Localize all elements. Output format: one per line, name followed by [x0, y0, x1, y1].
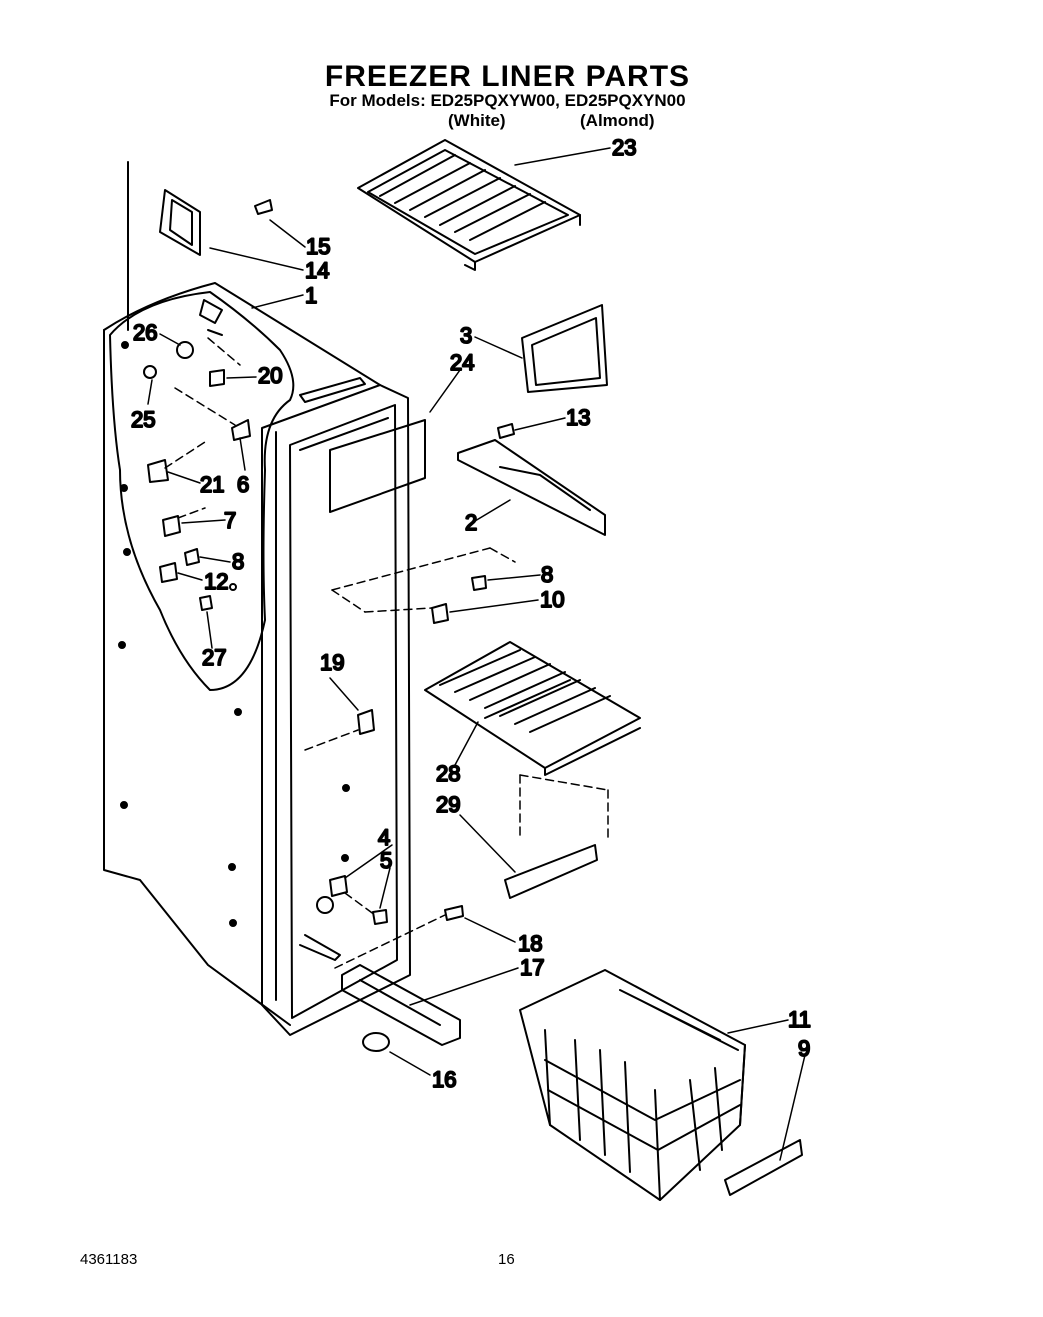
- part-23-glass-shelf: [357, 139, 581, 271]
- callout-9: 9: [798, 1036, 810, 1061]
- callout-4: 4: [378, 825, 390, 850]
- callout-16: 16: [432, 1067, 456, 1092]
- callout-27: 27: [202, 645, 226, 670]
- callout-6: 6: [237, 472, 249, 497]
- part-24-panel: [329, 419, 426, 513]
- page-title: FREEZER LINER PARTS: [324, 60, 691, 93]
- part-14-bracket: [159, 189, 201, 256]
- callout-11: 11: [788, 1007, 811, 1032]
- part-3-frame: [521, 304, 608, 393]
- part-15-screw: [254, 199, 273, 215]
- part-4: [329, 875, 348, 897]
- part-20: [209, 369, 225, 387]
- callout-labels: 23 15 14 1 3 26 24 20 25 13 6 21 7 2 8 1…: [130, 134, 812, 1093]
- part-13-screw: [497, 423, 515, 439]
- models-line: For Models: ED25PQXYW00, ED25PQXYN00: [329, 91, 686, 110]
- callout-12: 12: [204, 569, 228, 594]
- leader-lines: [147, 147, 806, 1161]
- part-25: [143, 365, 157, 379]
- part-10: [431, 603, 449, 624]
- callout-20: 20: [258, 363, 282, 388]
- document-number: 4361183: [80, 1251, 138, 1268]
- part-11-basket: [519, 969, 746, 1201]
- part-12: [159, 562, 178, 583]
- page-number: 16: [498, 1251, 515, 1268]
- part-21: [147, 459, 169, 483]
- callout-3: 3: [460, 323, 472, 348]
- callout-8b: 8: [541, 562, 553, 587]
- part-18: [444, 905, 464, 921]
- part-5: [372, 909, 388, 925]
- callout-8: 8: [232, 549, 244, 574]
- callout-7: 7: [224, 508, 236, 533]
- part-7: [162, 515, 181, 537]
- part-28-wire-shelf: [424, 641, 641, 776]
- callout-17: 17: [520, 955, 544, 980]
- callout-13: 13: [566, 405, 590, 430]
- callout-19: 19: [320, 650, 344, 675]
- callout-25: 25: [131, 407, 155, 432]
- part-2-rail: [457, 439, 606, 536]
- callout-5: 5: [380, 848, 392, 873]
- part-26: [176, 341, 194, 359]
- part-9-trim: [724, 1139, 803, 1196]
- part-29-trim: [504, 844, 598, 899]
- callout-21: 21: [200, 472, 224, 497]
- small-hardware: [143, 341, 487, 1052]
- part-8a: [184, 548, 200, 566]
- callout-24: 24: [450, 350, 474, 375]
- color-white-label: (White): [448, 111, 506, 130]
- dashed-guides: [127, 161, 609, 969]
- freezer-liner: [103, 161, 411, 1036]
- callout-14: 14: [305, 258, 329, 283]
- callout-18: 18: [518, 931, 542, 956]
- color-almond-label: (Almond): [580, 111, 655, 130]
- callout-23: 23: [612, 135, 636, 160]
- callout-29: 29: [436, 792, 460, 817]
- callout-2: 2: [465, 510, 477, 535]
- callout-1: 1: [305, 283, 317, 308]
- part-19: [357, 709, 375, 735]
- callout-10: 10: [540, 587, 564, 612]
- part-17-guard: [341, 964, 461, 1046]
- callout-26: 26: [133, 320, 157, 345]
- part-16: [362, 1032, 390, 1052]
- part-6: [231, 419, 251, 441]
- part-27: [199, 595, 213, 611]
- callout-15: 15: [306, 234, 330, 259]
- callout-28: 28: [436, 761, 460, 786]
- part-8b: [471, 575, 487, 591]
